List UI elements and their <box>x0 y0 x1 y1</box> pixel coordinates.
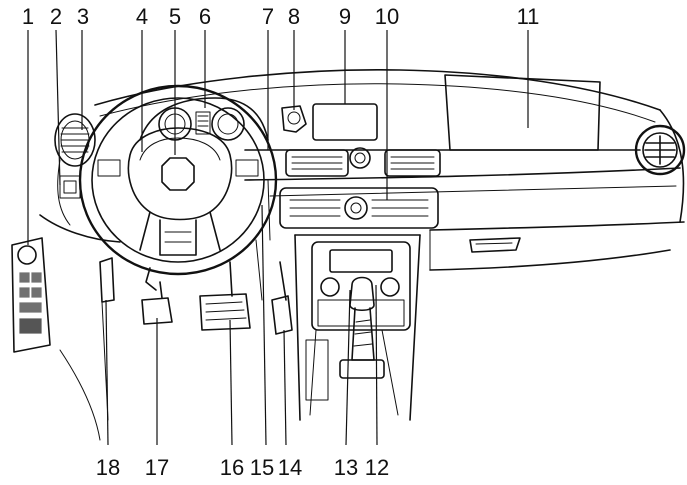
passenger-airbag-panel <box>444 74 601 151</box>
callout-6: 6 <box>199 4 211 29</box>
left-air-vent <box>54 113 96 199</box>
callout-12: 12 <box>365 455 389 480</box>
glovebox <box>469 237 521 253</box>
center-display <box>312 103 378 141</box>
callout-1: 1 <box>22 4 34 29</box>
window-switch-panel <box>11 237 51 353</box>
start-button <box>281 105 307 133</box>
callout-9: 9 <box>339 4 351 29</box>
callout-16: 16 <box>220 455 244 480</box>
callout-11: 11 <box>517 4 540 29</box>
callout-5: 5 <box>169 4 181 29</box>
callout-2: 2 <box>50 4 62 29</box>
callout-4: 4 <box>136 4 148 29</box>
callouts-top: 1 2 3 4 5 6 7 8 9 10 11 <box>22 4 540 29</box>
center-air-vents <box>285 147 441 177</box>
right-air-vent <box>634 124 686 176</box>
floor-outline <box>59 179 271 441</box>
callout-13: 13 <box>334 455 358 480</box>
callout-3: 3 <box>77 4 89 29</box>
center-console <box>294 234 421 421</box>
steering-wheel <box>78 84 278 291</box>
callout-7: 7 <box>262 4 274 29</box>
dashboard-outline <box>39 68 685 271</box>
callout-14: 14 <box>278 455 302 480</box>
callouts-bottom: 18 17 16 15 14 13 12 <box>96 455 389 480</box>
pedals <box>141 261 293 335</box>
leader-lines <box>27 29 529 446</box>
callout-10: 10 <box>375 4 399 29</box>
climate-control-panel <box>279 187 439 229</box>
callout-18: 18 <box>96 455 120 480</box>
callout-8: 8 <box>288 4 300 29</box>
callout-15: 15 <box>250 455 274 480</box>
callout-17: 17 <box>145 455 169 480</box>
